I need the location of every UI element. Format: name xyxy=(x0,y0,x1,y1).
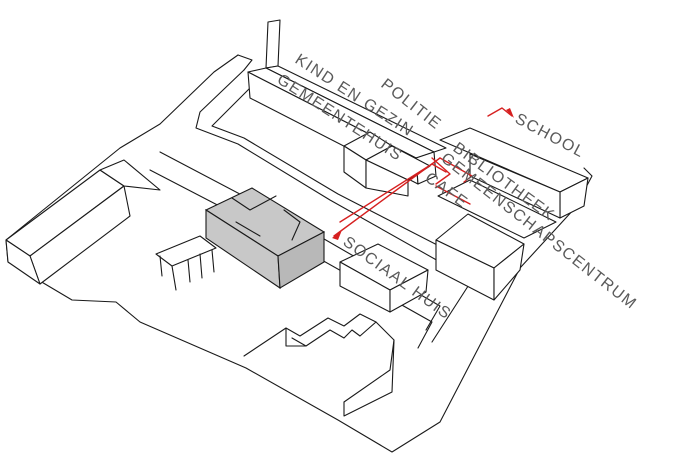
connection-arrows xyxy=(332,107,514,240)
sociaal-huis-block xyxy=(339,243,429,313)
school-block xyxy=(439,127,589,219)
gemeenschapscentrum-block xyxy=(435,179,557,301)
gemeentehuis-building xyxy=(343,131,431,197)
site-outline xyxy=(5,54,593,453)
highlighted-building xyxy=(204,187,326,290)
western-building xyxy=(5,159,161,285)
southern-buildings xyxy=(243,313,395,417)
pergola xyxy=(155,235,217,291)
